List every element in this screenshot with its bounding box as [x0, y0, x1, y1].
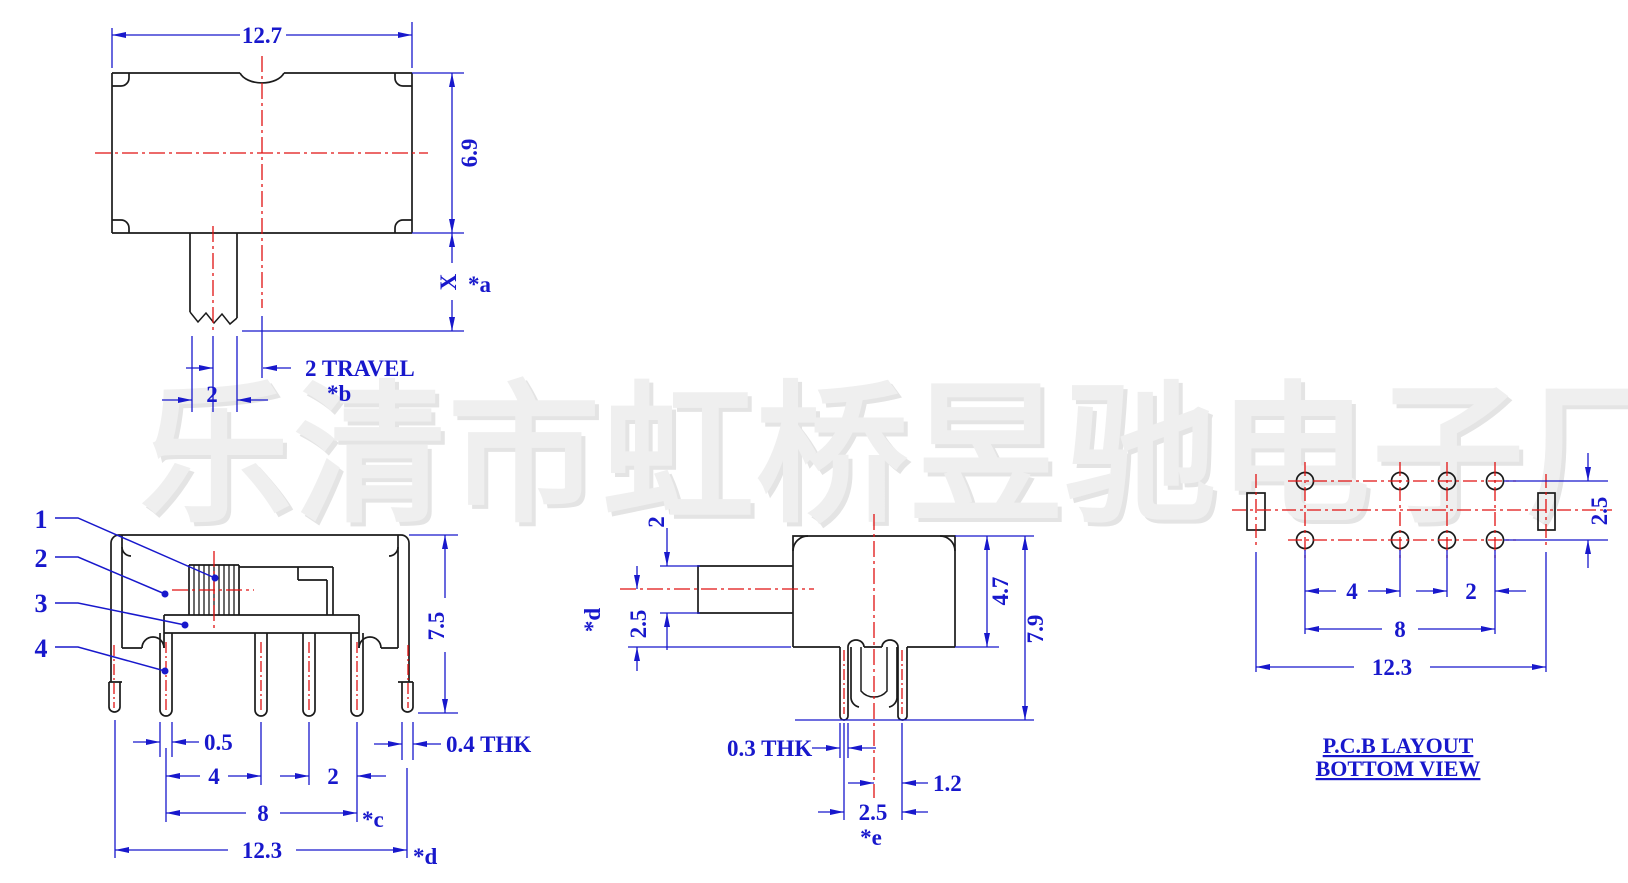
dim-front-pin-width: 0.5 [204, 730, 233, 755]
watermark: 乐清市虹桥昱驰电子厂 乐清市虹桥昱驰电子厂 [140, 373, 1628, 545]
dim-front-pitch-b: 2 [327, 764, 339, 789]
pcb-layout-view: 2.5 4 2 8 12.3 P.C.B LAYOUT BOTTOM VIEW [1232, 453, 1612, 781]
dim-pcb-overall-width: 12.3 [1372, 655, 1412, 680]
top-view-dimensions [111, 22, 464, 412]
callout-4-terminal: 4 [35, 634, 48, 663]
dim-front-span: 8 [257, 801, 269, 826]
dim-pcb-span: 8 [1394, 617, 1406, 642]
dim-front-height: 7.5 [424, 612, 449, 641]
dim-front-overall-width: 12.3 [242, 838, 282, 863]
pcb-title: P.C.B LAYOUT [1323, 733, 1474, 758]
dim-top-travel: 2 TRAVEL [305, 356, 415, 381]
dim-pcb-pitch-a: 4 [1346, 579, 1358, 604]
dim-side-stem-center-offset: 2.5 [626, 610, 651, 639]
pcb-subtitle: BOTTOM VIEW [1316, 756, 1481, 781]
dim-top-stem-width: 2 [206, 382, 218, 407]
side-view-outline [697, 535, 956, 721]
dim-side-pin-pitch-note: *e [860, 825, 882, 850]
dim-side-overall-height: 7.9 [1023, 615, 1048, 644]
front-view-leaders [55, 517, 219, 675]
watermark-text: 乐清市虹桥昱驰电子厂 [140, 373, 1628, 541]
dim-side-stem-note: *d [580, 608, 605, 633]
dim-front-terminal-thickness: 0.4 THK [446, 732, 531, 757]
watermark-shadow: 乐清市虹桥昱驰电子厂 [144, 377, 1628, 545]
dim-side-pin-offset: 1.2 [933, 771, 962, 796]
dim-top-free-height-note: *a [468, 272, 492, 297]
dim-top-free-height: X [436, 273, 461, 290]
side-view: 2 2.5 *d 4.7 7.9 0.3 THK 1.2 2.5 *e [580, 514, 1048, 850]
callout-3-base: 3 [35, 589, 48, 618]
dim-front-span-note: *c [362, 807, 384, 832]
dim-side-body-height: 4.7 [988, 577, 1013, 606]
dim-front-pitch-a: 4 [208, 764, 220, 789]
front-view-centerlines [113, 551, 409, 712]
top-view-outline [111, 72, 413, 326]
side-view-dimensions [628, 528, 1034, 820]
front-view-outline [108, 534, 414, 717]
dim-pcb-pitch-b: 2 [1465, 579, 1477, 604]
front-view: 1 2 3 4 7.5 0.5 4 2 8 *c 12.3 *d 0.4 THK [35, 505, 532, 869]
dim-top-width: 12.7 [242, 23, 282, 48]
side-view-centerlines [620, 514, 903, 798]
front-view-dimensions [114, 534, 458, 858]
top-view: 12.7 6.9 X *a 2 TRAVEL *b 2 [95, 22, 492, 412]
dim-top-height: 6.9 [457, 139, 482, 168]
dim-top-travel-note: *b [327, 381, 351, 406]
dim-side-stem-thickness: 2 [644, 516, 669, 528]
dim-front-overall-width-note: *d [413, 844, 438, 869]
dim-side-pin-pitch: 2.5 [859, 800, 888, 825]
top-view-centerlines [95, 56, 428, 332]
pcb-dimensions [1255, 453, 1608, 672]
dim-pcb-row-pitch: 2.5 [1587, 497, 1612, 526]
callout-1-knob: 1 [35, 505, 48, 534]
dim-side-pin-thickness: 0.3 THK [727, 736, 812, 761]
callout-2-cover: 2 [35, 544, 48, 573]
pcb-centerlines [1232, 462, 1612, 560]
